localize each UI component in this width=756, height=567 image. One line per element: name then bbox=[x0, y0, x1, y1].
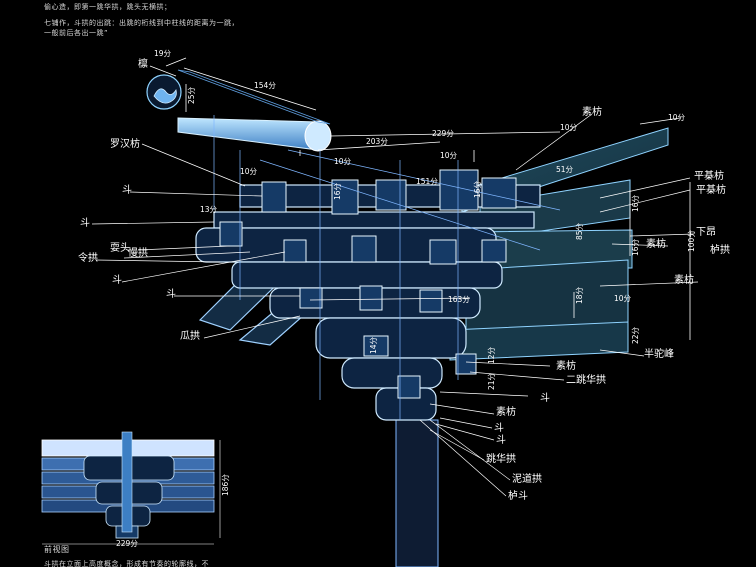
label-luohan-fang: 罗汉枋 bbox=[110, 139, 140, 150]
dim-22: 22分 bbox=[631, 326, 640, 344]
front-view-width: 229分 bbox=[116, 539, 138, 548]
dou-block-9 bbox=[429, 239, 457, 265]
label-su-fang-1: 素枋 bbox=[582, 107, 602, 118]
label-dou-4: 斗 bbox=[166, 289, 176, 300]
dim-10-a: 10分 bbox=[560, 123, 578, 132]
label-dou-7: 斗 bbox=[496, 435, 506, 446]
label-dou-3: 斗 bbox=[112, 275, 122, 286]
hua-gong-2 bbox=[315, 317, 467, 359]
dou-block-7 bbox=[283, 239, 307, 263]
dou-block-10 bbox=[481, 239, 507, 263]
note-line-1: 偷心造，即第一跳华拱，跳头无横拱； bbox=[44, 3, 172, 11]
dim-25: 25分 bbox=[187, 86, 196, 104]
label-gua-gong: 瓜拱 bbox=[180, 331, 200, 342]
dou-block-6 bbox=[219, 221, 243, 247]
dim-14: 14分 bbox=[369, 336, 378, 354]
label-ping-qi-fang-2: 平棊枋 bbox=[696, 185, 726, 196]
label-ban-tuo-feng: 半驼峰 bbox=[644, 349, 674, 360]
dim-229: 229分 bbox=[432, 129, 454, 138]
dim-16-b: 16分 bbox=[631, 238, 640, 256]
label-su-fang-4: 素枋 bbox=[556, 361, 576, 372]
front-view-title: 前视图 bbox=[44, 545, 70, 554]
dim-151: 151分 bbox=[416, 177, 438, 186]
dim-10-f: 10分 bbox=[614, 294, 632, 303]
label-su-fang-2: 素枋 bbox=[646, 239, 666, 250]
dim-51: 51分 bbox=[556, 165, 574, 174]
label-lin: 檩 bbox=[138, 59, 148, 70]
construction-lines bbox=[213, 115, 561, 420]
column bbox=[395, 419, 439, 567]
dou-block-5 bbox=[481, 177, 517, 209]
label-xia-ang: 下昂 bbox=[696, 227, 716, 238]
dim-10-c: 10分 bbox=[334, 157, 352, 166]
note-line-2: 七铺作，斗拱的出跳：出跳的桁线到中柱线的距离为一跳， bbox=[44, 19, 239, 27]
dim-13: 13分 bbox=[200, 205, 218, 214]
ling-gong bbox=[213, 211, 535, 229]
dim-19: 19分 bbox=[154, 49, 172, 58]
dou-block-2 bbox=[331, 179, 359, 215]
dim-154: 154分 bbox=[254, 81, 276, 90]
dim-21: 21分 bbox=[487, 372, 496, 390]
dim-163: 163分 bbox=[448, 295, 470, 304]
label-zhu-gong: 栌拱 bbox=[710, 245, 730, 256]
dim-203: 203分 bbox=[366, 137, 388, 146]
label-man-gong: 慢拱 bbox=[128, 248, 148, 259]
dim-16-d: 16分 bbox=[473, 180, 482, 198]
label-dou-1: 斗 bbox=[122, 185, 132, 196]
dim-10-d: 10分 bbox=[440, 151, 458, 160]
dou-block-4 bbox=[439, 169, 479, 211]
label-shua-tou: 耍头 bbox=[110, 243, 130, 254]
front-view-inset bbox=[41, 431, 221, 545]
label-su-fang-5: 素枋 bbox=[496, 407, 516, 418]
dou-block-13 bbox=[419, 289, 443, 313]
dim-85: 85分 bbox=[575, 222, 584, 240]
dou-block-14 bbox=[363, 335, 389, 357]
label-ni-dao-gong: 泥道拱 bbox=[512, 474, 542, 485]
label-su-fang-3: 素枋 bbox=[674, 275, 694, 286]
label-ling-gong: 令拱 bbox=[78, 253, 98, 264]
dim-18: 18分 bbox=[575, 286, 584, 304]
dou-block-12 bbox=[359, 285, 383, 311]
note-bottom: 斗拱在立面上高度概念，形成有节奏的轮廓线，不 bbox=[44, 560, 209, 567]
dou-block-16 bbox=[455, 353, 477, 375]
ni-dao-gong bbox=[341, 357, 443, 389]
label-dou-5: 斗 bbox=[540, 393, 550, 404]
dim-100: 100分 bbox=[687, 230, 696, 252]
dim-16-a: 16分 bbox=[631, 194, 640, 212]
dimension-lines bbox=[165, 57, 691, 340]
dou-block-8 bbox=[351, 235, 377, 263]
label-dou-6: 斗 bbox=[494, 423, 504, 434]
front-view-height: 186分 bbox=[221, 474, 230, 496]
label-dou-2: 斗 bbox=[80, 218, 90, 229]
dim-16-c: 16分 bbox=[333, 182, 342, 200]
dou-block-15 bbox=[397, 375, 421, 399]
label-ping-qi-fang-1: 平棊枋 bbox=[694, 171, 724, 182]
purlin-profile bbox=[146, 74, 182, 110]
dim-12: 12分 bbox=[487, 346, 496, 364]
dou-block-11 bbox=[299, 287, 323, 309]
gua-gong bbox=[231, 261, 503, 289]
label-lu-dou: 栌斗 bbox=[508, 491, 528, 502]
label-tiao-hua-gong: 跳华拱 bbox=[486, 454, 516, 465]
note-line-3: 一般前后各出一跳” bbox=[44, 29, 109, 37]
label-er-tiao-hua-gong: 二跳华拱 bbox=[566, 375, 606, 386]
leader-lines bbox=[91, 65, 699, 497]
dou-block-1 bbox=[261, 181, 287, 213]
dim-10-b: 10分 bbox=[668, 113, 686, 122]
dim-10-e: 10分 bbox=[240, 167, 258, 176]
